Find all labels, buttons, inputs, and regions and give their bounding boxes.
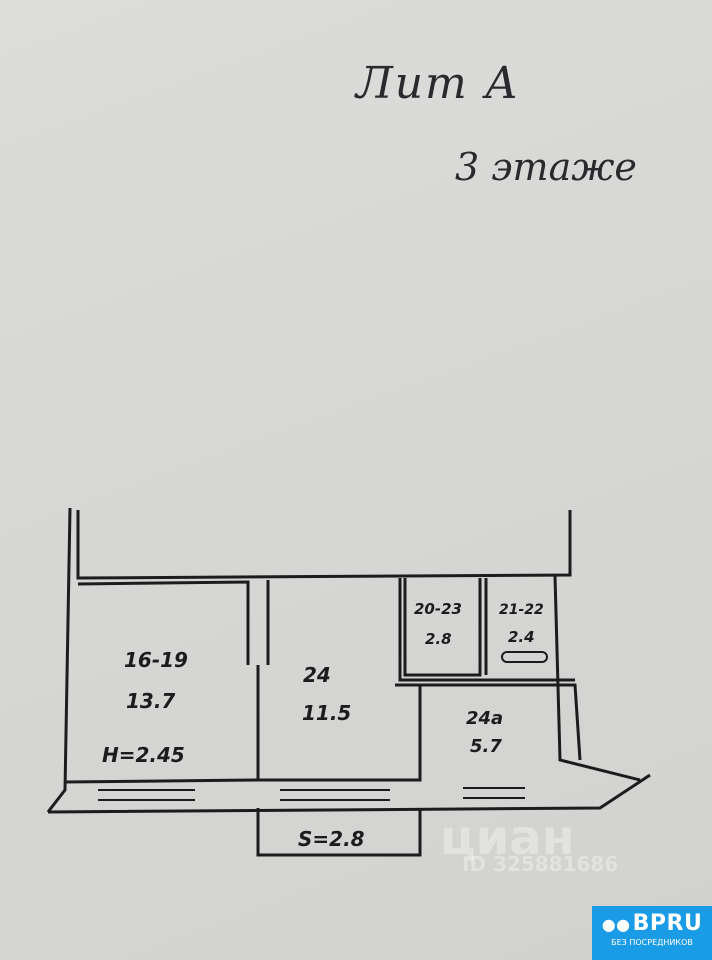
floor-label: 3 этаже [455,145,637,189]
room-number: 16-19 [124,648,188,672]
room-area: 11.5 [302,701,351,725]
badge-brand: BPRU [632,911,703,936]
watermark-id: ID 325881686 [462,852,619,876]
room-area: 2.8 [425,630,452,648]
room-area: 5.7 [470,736,502,757]
room-number: 20-23 [414,600,462,618]
room-area: 2.4 [508,628,535,646]
balcony-area: S=2.8 [298,827,365,851]
room-number: 24 [303,663,331,687]
room-number: 21-22 [499,602,544,618]
walls [46,507,651,857]
room-number: 24а [466,708,503,729]
windows [98,651,548,801]
room-area: 13.7 [126,689,175,713]
watermark-logo: циан [440,810,575,866]
bpru-badge: ●●BPRU БЕЗ ПОСРЕДНИКОВ [592,906,712,960]
people-icon: ●● [601,914,631,934]
badge-tagline: БЕЗ ПОСРЕДНИКОВ [611,938,693,947]
ceiling-height: Н=2.45 [102,743,185,767]
building-label: Лит А [356,58,521,109]
room-labels: 16-19 13.7 24 11.5 20-23 2.8 21-22 2.4 2… [102,600,544,851]
